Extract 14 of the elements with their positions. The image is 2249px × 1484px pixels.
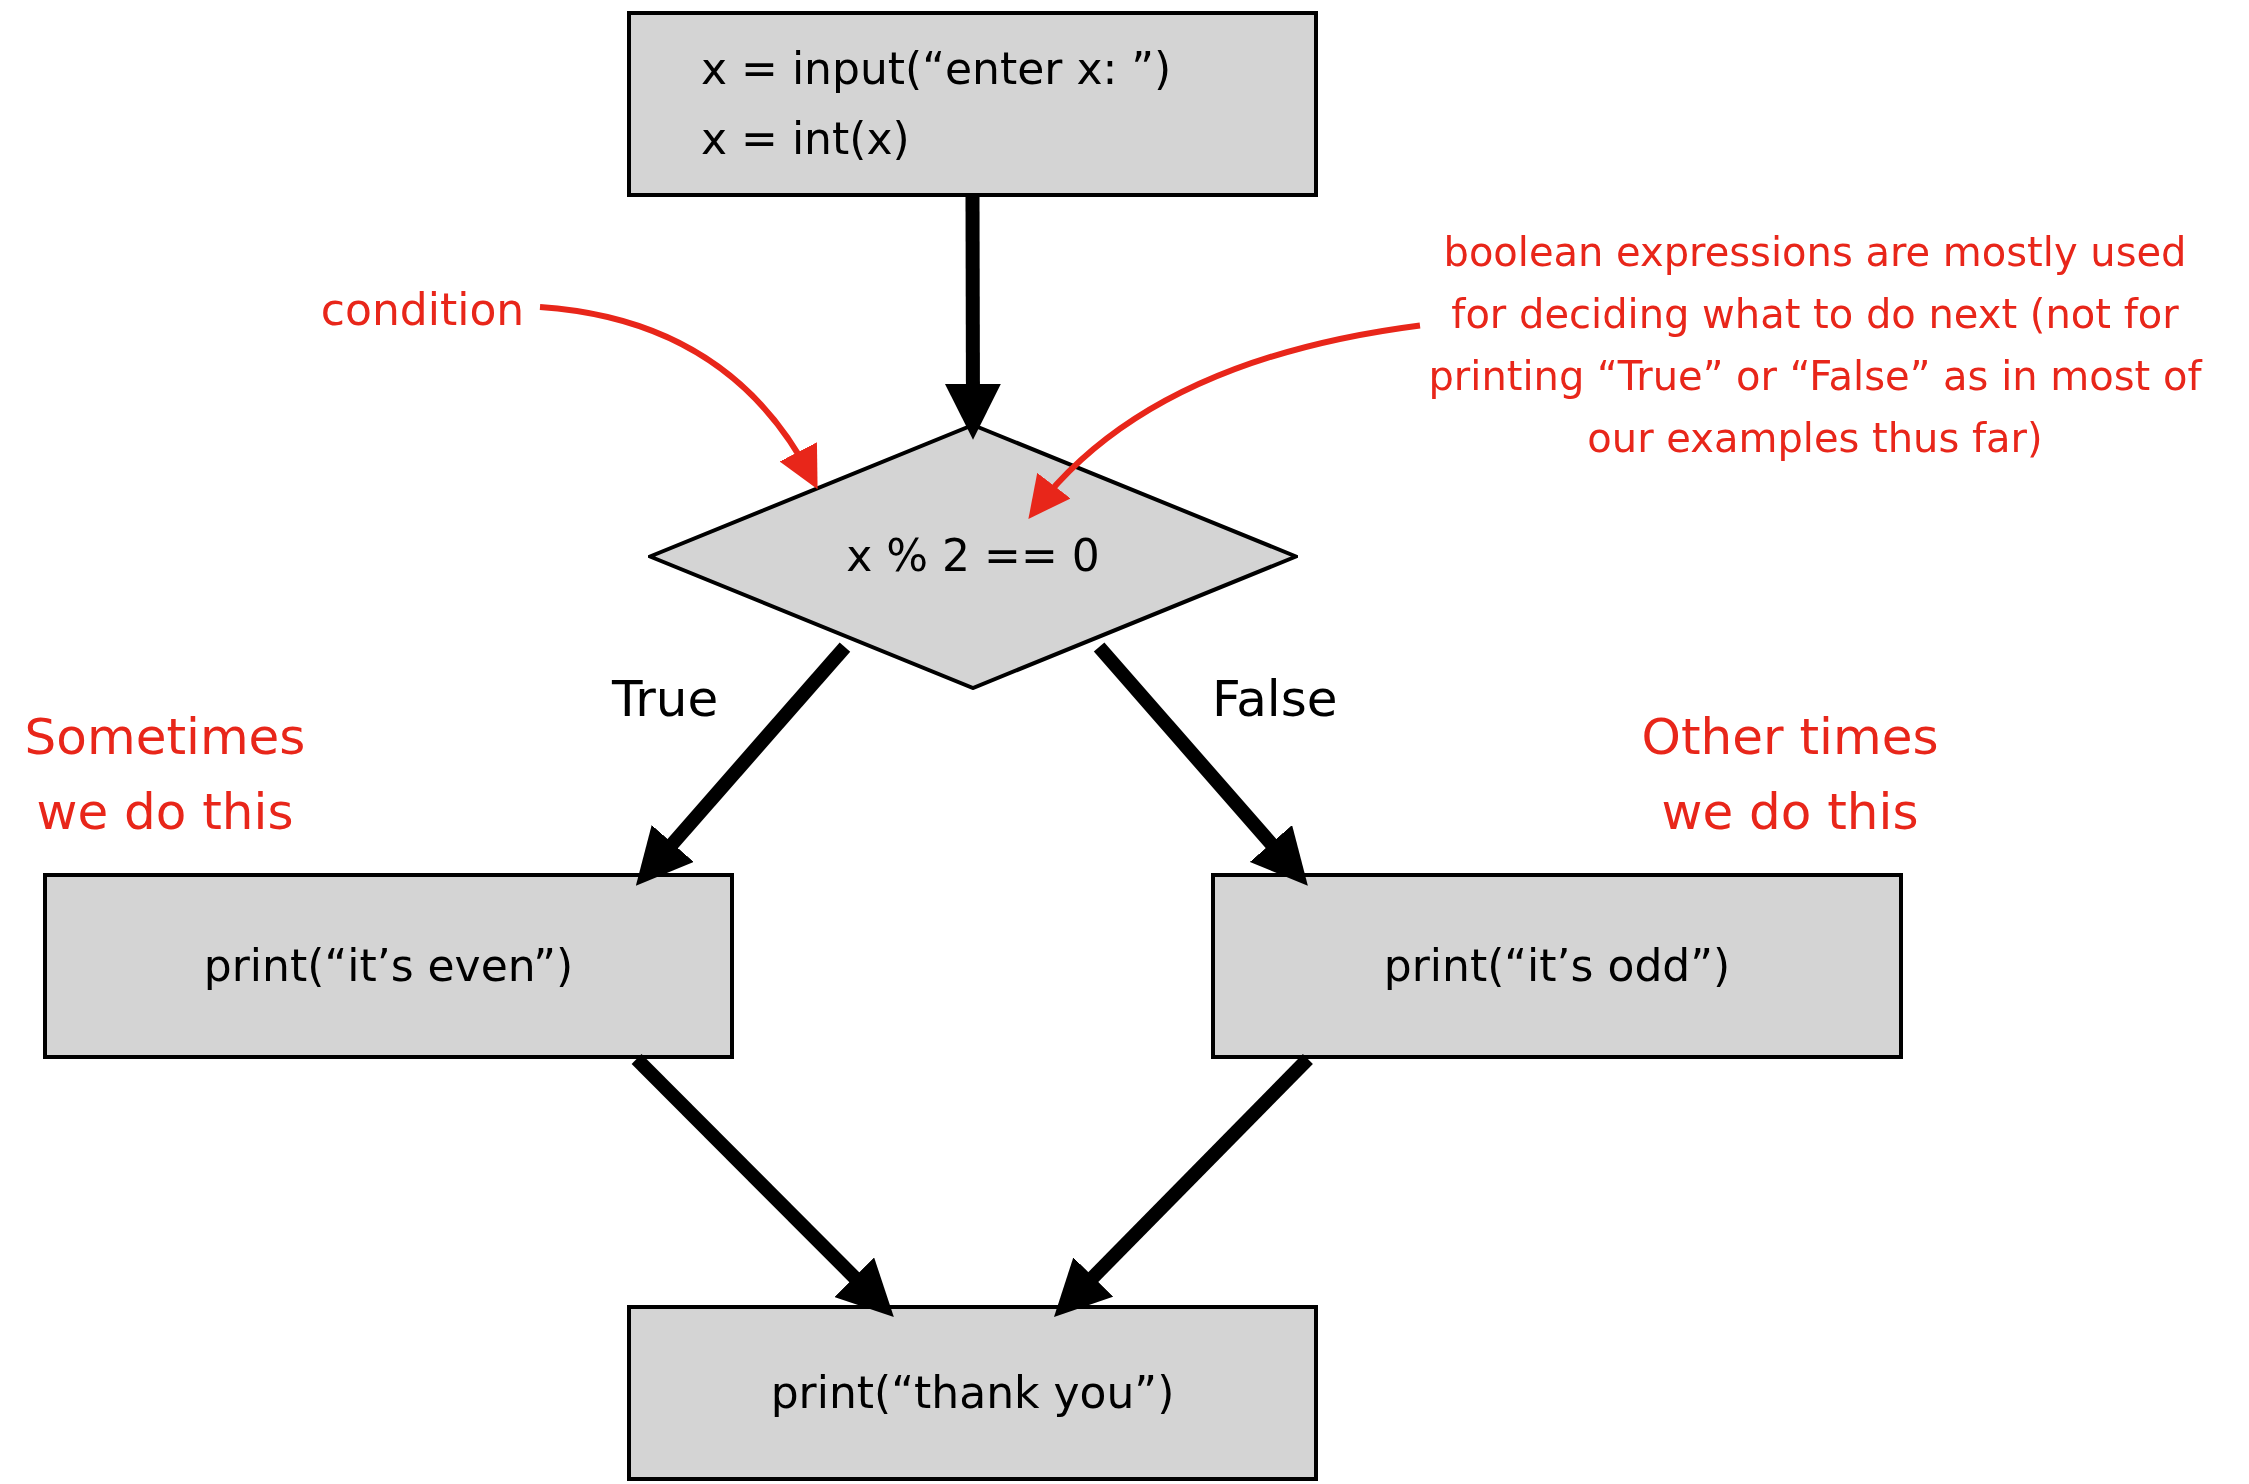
- leader-arrow: [1027, 322, 1421, 519]
- annotation-text: condition: [305, 280, 540, 340]
- annotation-text: Sometimes we do this: [23, 707, 307, 843]
- condition-text: x % 2 == 0: [846, 529, 1100, 584]
- annotation-text: boolean expressions are mostly used for deciding what to do next (not for printing “True” or “False” as in most of our examples thus far): [1420, 205, 2210, 485]
- arrow: [635, 642, 851, 886]
- arrow: [1093, 642, 1308, 886]
- process-box: print(“it’s even”): [43, 873, 734, 1059]
- process-box: print(“thank you”): [627, 1305, 1318, 1481]
- process-box: print(“it’s odd”): [1211, 873, 1903, 1059]
- annotation-text: Other times we do this: [1640, 707, 1940, 843]
- arrow: [944, 196, 1001, 440]
- leader-arrow: [539, 304, 818, 489]
- process-box: x = input(“enter x: ”) x = int(x): [627, 11, 1318, 197]
